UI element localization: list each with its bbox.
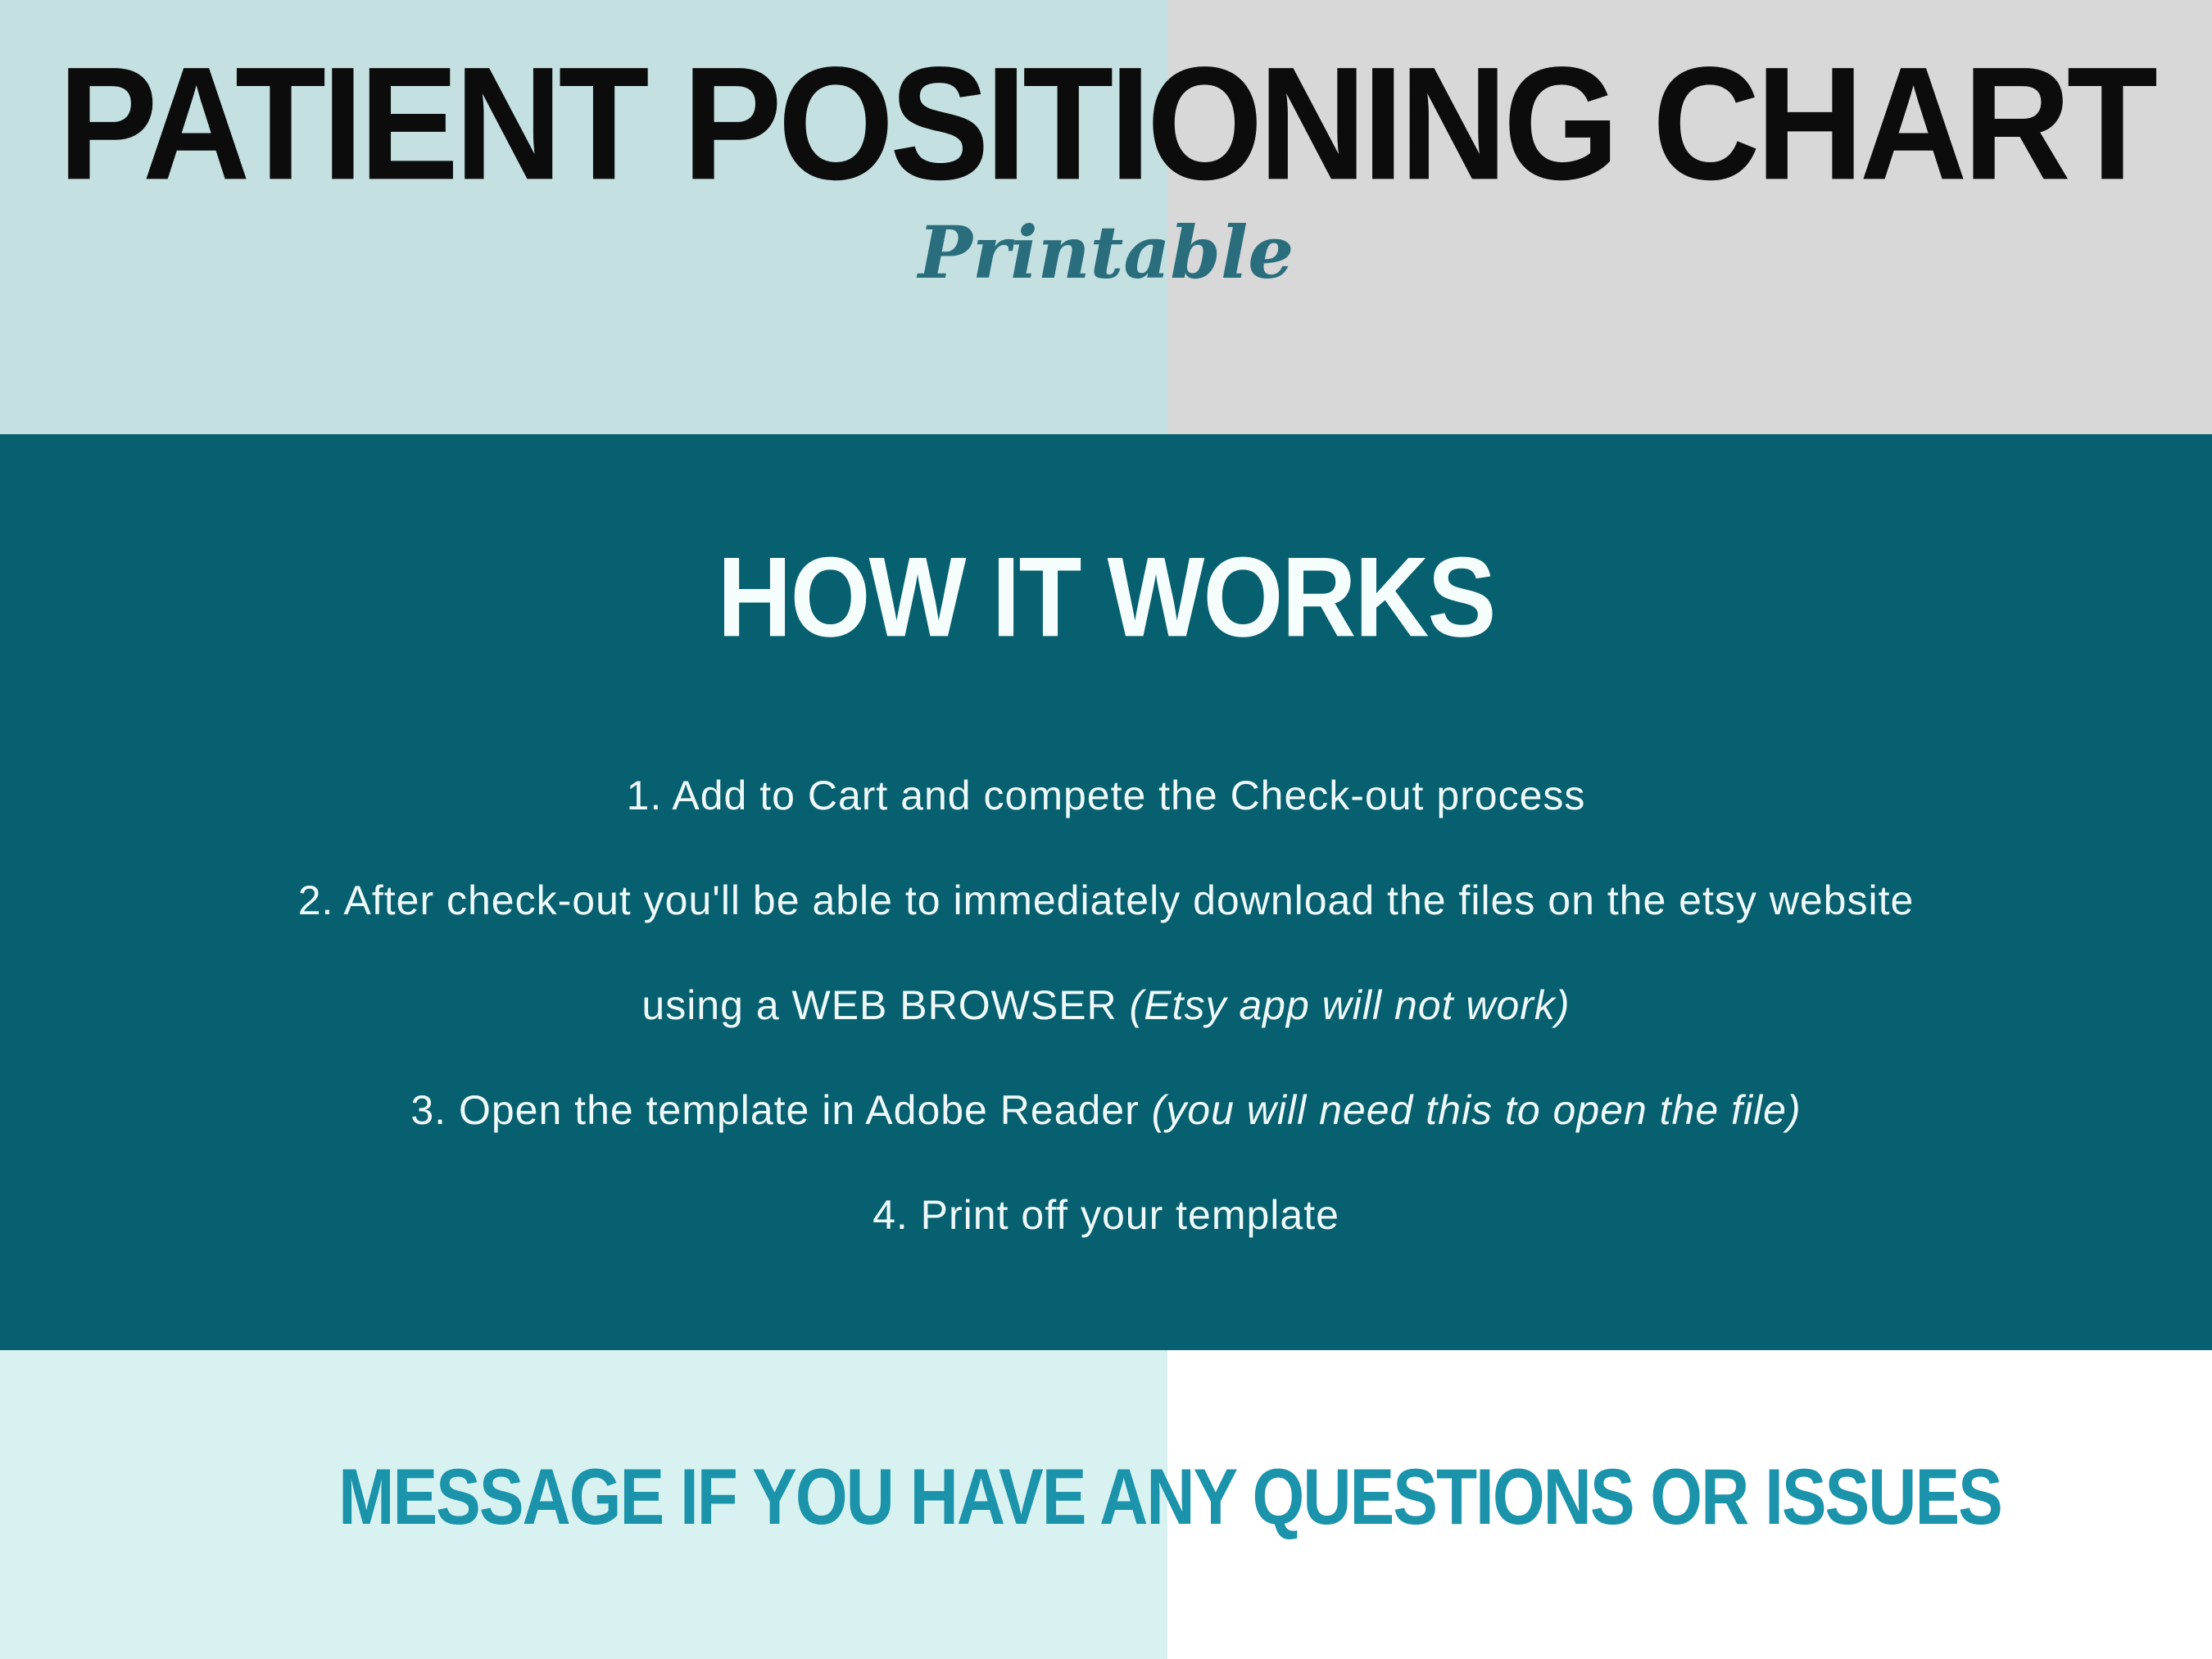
step-1: 1. Add to Cart and compete the Check-out…: [0, 775, 2212, 816]
step-4-text: 4. Print off your template: [873, 1192, 1339, 1238]
footer-left-background: [0, 1350, 1167, 1659]
page-title: PATIENT POSITIONING CHART: [58, 33, 2158, 214]
step-2-line-2-italic-text: (Etsy app will not work): [1129, 982, 1571, 1028]
footer-right-background: [1167, 1350, 2212, 1659]
header-content: PATIENT POSITIONING CHART Printable: [0, 0, 2212, 292]
footer-content: MESSAGE IF YOU HAVE ANY QUESTIONS OR ISS…: [0, 1350, 2212, 1537]
step-4: 4. Print off your template: [0, 1194, 2212, 1235]
step-3: 3. Open the template in Adobe Reader (yo…: [0, 1090, 2212, 1131]
footer-message: MESSAGE IF YOU HAVE ANY QUESTIONS OR ISS…: [338, 1453, 2003, 1542]
header-band: PATIENT POSITIONING CHART Printable: [0, 0, 2212, 434]
step-2-line-1-text: 2. After check-out you'll be able to imm…: [297, 877, 1915, 923]
how-it-works-band: HOW IT WORKS 1. Add to Cart and compete …: [0, 434, 2212, 1350]
page-subtitle: Printable: [918, 210, 1294, 295]
how-it-works-heading: HOW IT WORKS: [717, 533, 1497, 661]
header-left-background: [0, 0, 1167, 434]
steps-list: 1. Add to Cart and compete the Check-out…: [0, 775, 2212, 1235]
step-3-text: 3. Open the template in Adobe Reader: [410, 1087, 1152, 1133]
step-3-italic-text: (you will need this to open the file): [1151, 1087, 1802, 1133]
step-2-line-2: using a WEB BROWSER (Etsy app will not w…: [0, 985, 2212, 1026]
step-2-line-2-text: using a WEB BROWSER: [641, 982, 1130, 1028]
step-2-line-1: 2. After check-out you'll be able to imm…: [0, 880, 2212, 921]
step-1-text: 1. Add to Cart and compete the Check-out…: [626, 773, 1586, 818]
header-right-background: [1167, 0, 2212, 434]
footer-band: MESSAGE IF YOU HAVE ANY QUESTIONS OR ISS…: [0, 1350, 2212, 1659]
